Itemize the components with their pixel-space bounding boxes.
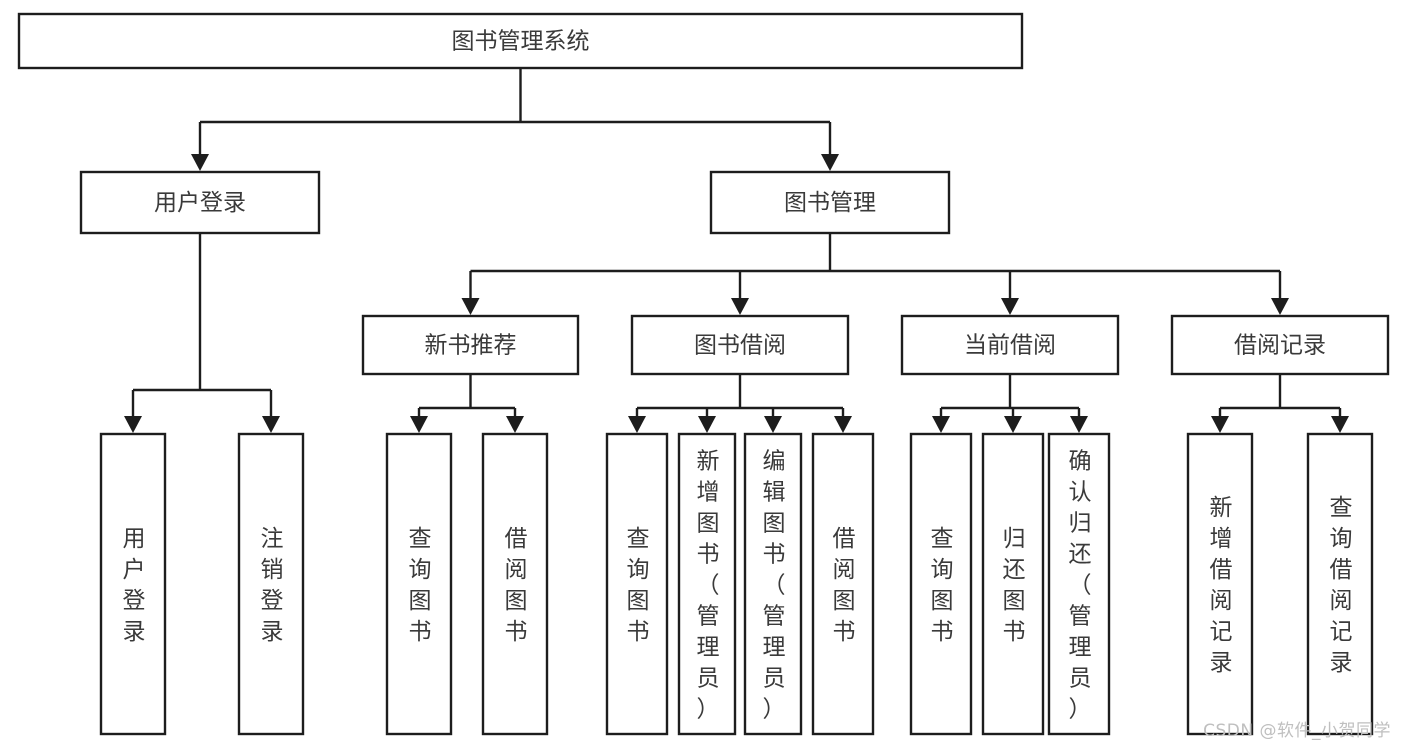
node-book-borrow-label: 图书借阅 bbox=[694, 333, 786, 359]
node-leaf-add-book[interactable]: 新增图书（管理员） bbox=[677, 432, 737, 736]
arrow-head-icon bbox=[834, 416, 852, 433]
arrow-head-icon bbox=[1331, 416, 1349, 433]
connectors-layer bbox=[124, 68, 1349, 433]
arrow-head-icon bbox=[764, 416, 782, 433]
node-leaf-query-book-1[interactable]: 查询图书 bbox=[385, 432, 453, 736]
node-leaf-user-login-rect[interactable] bbox=[99, 432, 167, 736]
arrow-head-icon bbox=[1211, 416, 1229, 433]
node-leaf-return-book-label: 归还图书 bbox=[1003, 526, 1026, 645]
arrow-head-icon bbox=[821, 154, 839, 171]
node-borrow-record-rect[interactable] bbox=[1170, 314, 1390, 376]
node-new-book-recommend-label: 新书推荐 bbox=[425, 333, 517, 359]
node-leaf-query-book-1-rect[interactable] bbox=[385, 432, 453, 736]
node-leaf-logout[interactable]: 注销登录 bbox=[237, 432, 305, 736]
node-leaf-query-book-1-label: 查询图书 bbox=[409, 526, 432, 645]
arrow-head-icon bbox=[698, 416, 716, 433]
node-borrow-record[interactable]: 借阅记录 bbox=[1170, 314, 1390, 376]
node-leaf-edit-book-label: 编辑图书（管理员） bbox=[763, 449, 786, 723]
node-current-borrow[interactable]: 当前借阅 bbox=[900, 314, 1120, 376]
node-leaf-confirm-return[interactable]: 确认归还（管理员） bbox=[1047, 432, 1111, 736]
node-leaf-query-record-rect[interactable] bbox=[1306, 432, 1374, 736]
arrow-head-icon bbox=[1004, 416, 1022, 433]
arrow-head-icon bbox=[262, 416, 280, 433]
node-leaf-user-login-label: 用户登录 bbox=[123, 526, 146, 645]
arrow-head-icon bbox=[506, 416, 524, 433]
nodes-layer: 图书管理系统用户登录图书管理新书推荐图书借阅当前借阅借阅记录用户登录注销登录查询… bbox=[17, 12, 1390, 736]
node-leaf-borrow-book-2-rect[interactable] bbox=[811, 432, 875, 736]
csdn-watermark: CSDN @软件_小贺同学 bbox=[1203, 721, 1391, 741]
arrow-head-icon bbox=[628, 416, 646, 433]
node-user-login-rect[interactable] bbox=[79, 170, 321, 235]
node-borrow-record-label: 借阅记录 bbox=[1234, 333, 1326, 359]
node-user-login[interactable]: 用户登录 bbox=[79, 170, 321, 235]
node-user-login-label: 用户登录 bbox=[154, 190, 246, 216]
node-root-图书管理系统-rect[interactable] bbox=[17, 12, 1024, 70]
node-leaf-edit-book[interactable]: 编辑图书（管理员） bbox=[743, 432, 803, 736]
node-current-borrow-label: 当前借阅 bbox=[964, 333, 1056, 359]
arrow-head-icon bbox=[124, 416, 142, 433]
node-leaf-add-record-rect[interactable] bbox=[1186, 432, 1254, 736]
node-leaf-borrow-book-1[interactable]: 借阅图书 bbox=[481, 432, 549, 736]
node-current-borrow-rect[interactable] bbox=[900, 314, 1120, 376]
node-leaf-add-book-rect[interactable] bbox=[677, 432, 737, 736]
node-leaf-confirm-return-rect[interactable] bbox=[1047, 432, 1111, 736]
node-leaf-query-book-3-label: 查询图书 bbox=[931, 526, 954, 645]
node-leaf-return-book-rect[interactable] bbox=[981, 432, 1045, 736]
arrow-head-icon bbox=[932, 416, 950, 433]
node-leaf-add-record[interactable]: 新增借阅记录 bbox=[1186, 432, 1254, 736]
node-root-图书管理系统[interactable]: 图书管理系统 bbox=[17, 12, 1024, 70]
node-leaf-query-book-3[interactable]: 查询图书 bbox=[909, 432, 973, 736]
node-leaf-edit-book-rect[interactable] bbox=[743, 432, 803, 736]
node-book-borrow-rect[interactable] bbox=[630, 314, 850, 376]
arrow-head-icon bbox=[191, 154, 209, 171]
node-leaf-logout-rect[interactable] bbox=[237, 432, 305, 736]
node-root-图书管理系统-label: 图书管理系统 bbox=[452, 29, 590, 55]
node-leaf-borrow-book-1-label: 借阅图书 bbox=[505, 526, 528, 645]
node-leaf-logout-label: 注销登录 bbox=[261, 526, 284, 645]
node-leaf-query-record-label: 查询借阅记录 bbox=[1330, 495, 1353, 676]
node-book-manage-label: 图书管理 bbox=[784, 190, 876, 216]
node-book-borrow[interactable]: 图书借阅 bbox=[630, 314, 850, 376]
node-new-book-recommend-rect[interactable] bbox=[361, 314, 580, 376]
arrow-head-icon bbox=[731, 298, 749, 315]
node-leaf-query-book-2-rect[interactable] bbox=[605, 432, 669, 736]
node-leaf-add-book-label: 新增图书（管理员） bbox=[697, 449, 720, 723]
node-leaf-add-record-label: 新增借阅记录 bbox=[1210, 495, 1233, 676]
node-book-manage-rect[interactable] bbox=[709, 170, 951, 235]
node-leaf-query-record[interactable]: 查询借阅记录 bbox=[1306, 432, 1374, 736]
arrow-head-icon bbox=[461, 298, 480, 315]
arrow-head-icon bbox=[410, 416, 428, 433]
node-leaf-borrow-book-2-label: 借阅图书 bbox=[833, 526, 856, 645]
node-leaf-query-book-3-rect[interactable] bbox=[909, 432, 973, 736]
node-leaf-confirm-return-label: 确认归还（管理员） bbox=[1069, 449, 1092, 723]
arrow-head-icon bbox=[1070, 416, 1088, 433]
node-leaf-borrow-book-2[interactable]: 借阅图书 bbox=[811, 432, 875, 736]
arrow-head-icon bbox=[1001, 298, 1019, 315]
node-leaf-query-book-2-label: 查询图书 bbox=[627, 526, 650, 645]
node-leaf-borrow-book-1-rect[interactable] bbox=[481, 432, 549, 736]
node-new-book-recommend[interactable]: 新书推荐 bbox=[361, 314, 580, 376]
node-leaf-user-login[interactable]: 用户登录 bbox=[99, 432, 167, 736]
node-leaf-return-book[interactable]: 归还图书 bbox=[981, 432, 1045, 736]
arrow-head-icon bbox=[1271, 298, 1289, 315]
node-leaf-query-book-2[interactable]: 查询图书 bbox=[605, 432, 669, 736]
node-book-manage[interactable]: 图书管理 bbox=[709, 170, 951, 235]
